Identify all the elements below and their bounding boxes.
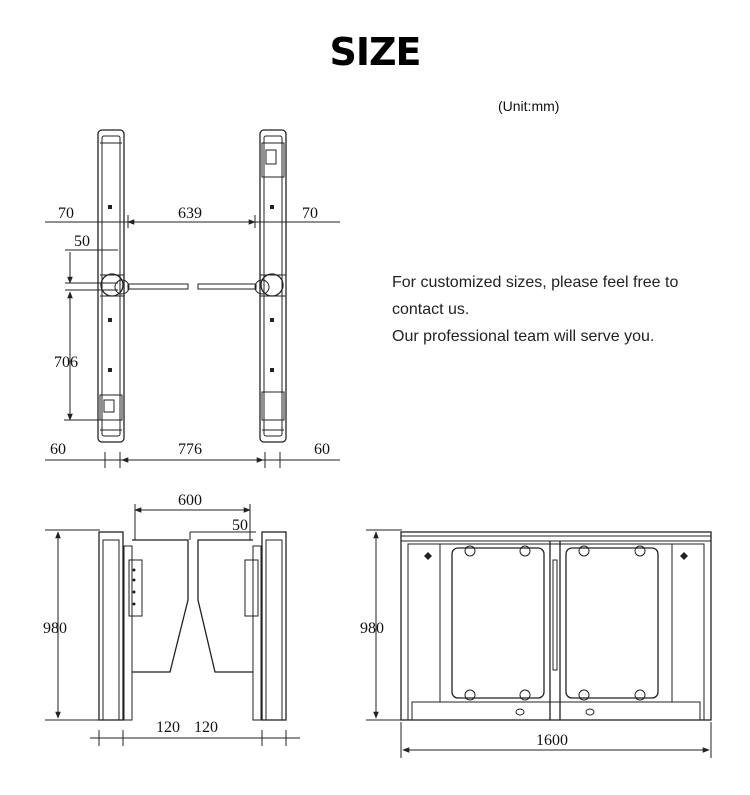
front-dim-50: 50: [232, 517, 248, 534]
left-swing-panel: [132, 539, 189, 673]
front-dim-120-right: 120: [194, 719, 218, 736]
front-dim-600: 600: [178, 492, 202, 509]
side-window-left: [451, 547, 545, 699]
right-swing-panel: [197, 539, 253, 673]
top-dim-60-left: 60: [50, 441, 66, 458]
front-dim-120-left: 120: [156, 719, 180, 736]
right-post: [259, 129, 287, 443]
left-post: [97, 129, 125, 443]
front-dim-980: 980: [43, 620, 67, 637]
top-dim-70-right: 70: [302, 205, 318, 222]
top-dim-639: 639: [178, 205, 202, 222]
side-view-drawing: [366, 529, 712, 758]
unit-label: (Unit:mm): [498, 98, 560, 114]
side-dim-1600: 1600: [536, 732, 568, 749]
top-view-drawing: [45, 129, 340, 468]
note-line-1: For customized sizes, please feel free t…: [392, 274, 679, 291]
top-dim-60-right: 60: [314, 441, 330, 458]
top-dim-706: 706: [54, 354, 78, 371]
left-swing-arm: [127, 283, 189, 290]
top-dim-50: 50: [74, 233, 90, 250]
side-window-right: [565, 547, 659, 699]
note-line-2: contact us.: [392, 301, 470, 318]
side-dim-980: 980: [360, 620, 384, 637]
top-dim-70-left: 70: [58, 205, 74, 222]
note-line-3: Our professional team will serve you.: [392, 328, 655, 345]
right-swing-arm: [197, 283, 257, 290]
top-dim-776: 776: [178, 441, 202, 458]
front-view-drawing: [45, 504, 300, 746]
page-title: SIZE: [329, 30, 421, 74]
